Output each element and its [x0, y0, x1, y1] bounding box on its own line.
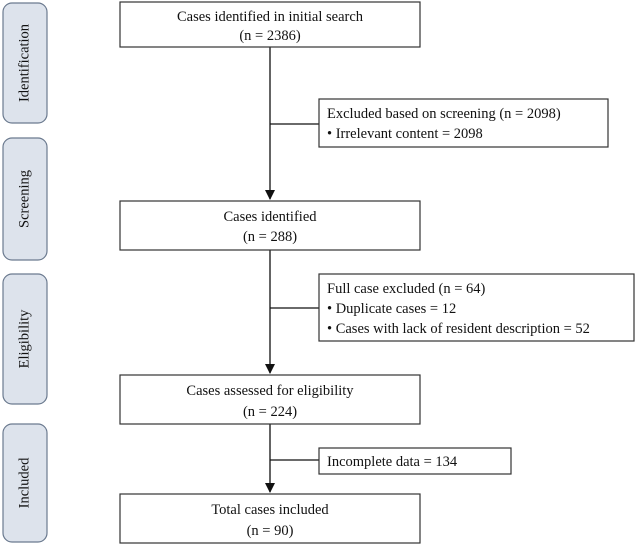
phase-label: Included — [16, 457, 32, 508]
phase-included: Included — [2, 423, 48, 543]
box-line: Excluded based on screening (n = 2098) — [327, 106, 561, 122]
phase-label: Eligibility — [16, 309, 32, 369]
box-line: (n = 2386) — [239, 28, 301, 44]
box-line: Incomplete data = 134 — [327, 454, 458, 470]
box-line: • Cases with lack of resident descriptio… — [327, 321, 590, 337]
connectors — [265, 47, 319, 493]
box-excluded-screening: Excluded based on screening (n = 2098) •… — [318, 98, 609, 148]
box-line: Cases identified in initial search — [177, 9, 364, 25]
box-line: (n = 288) — [243, 229, 297, 245]
phase-label: Screening — [16, 170, 32, 228]
phase-screening: Screening — [2, 137, 48, 261]
phase-identification: Identification — [2, 2, 48, 124]
phase-label: Identification — [16, 23, 32, 102]
box-line: Cases identified — [223, 209, 317, 225]
box-line: Cases assessed for eligibility — [186, 383, 354, 399]
box-line: • Irrelevant content = 2098 — [327, 126, 483, 142]
box-total-included: Total cases included (n = 90) — [119, 493, 421, 544]
box-line: (n = 224) — [243, 404, 297, 420]
box-assessed-eligibility: Cases assessed for eligibility (n = 224) — [119, 374, 421, 425]
box-incomplete-data: Incomplete data = 134 — [318, 447, 512, 475]
box-line: Total cases included — [211, 502, 329, 518]
box-line: • Duplicate cases = 12 — [327, 301, 456, 317]
box-initial-search: Cases identified in initial search (n = … — [119, 1, 421, 48]
box-cases-identified: Cases identified (n = 288) — [119, 200, 421, 251]
box-line: Full case excluded (n = 64) — [327, 281, 486, 297]
phase-eligibility: Eligibility — [2, 273, 48, 405]
box-line: (n = 90) — [247, 523, 294, 539]
box-full-case-excluded: Full case excluded (n = 64) • Duplicate … — [318, 273, 635, 342]
